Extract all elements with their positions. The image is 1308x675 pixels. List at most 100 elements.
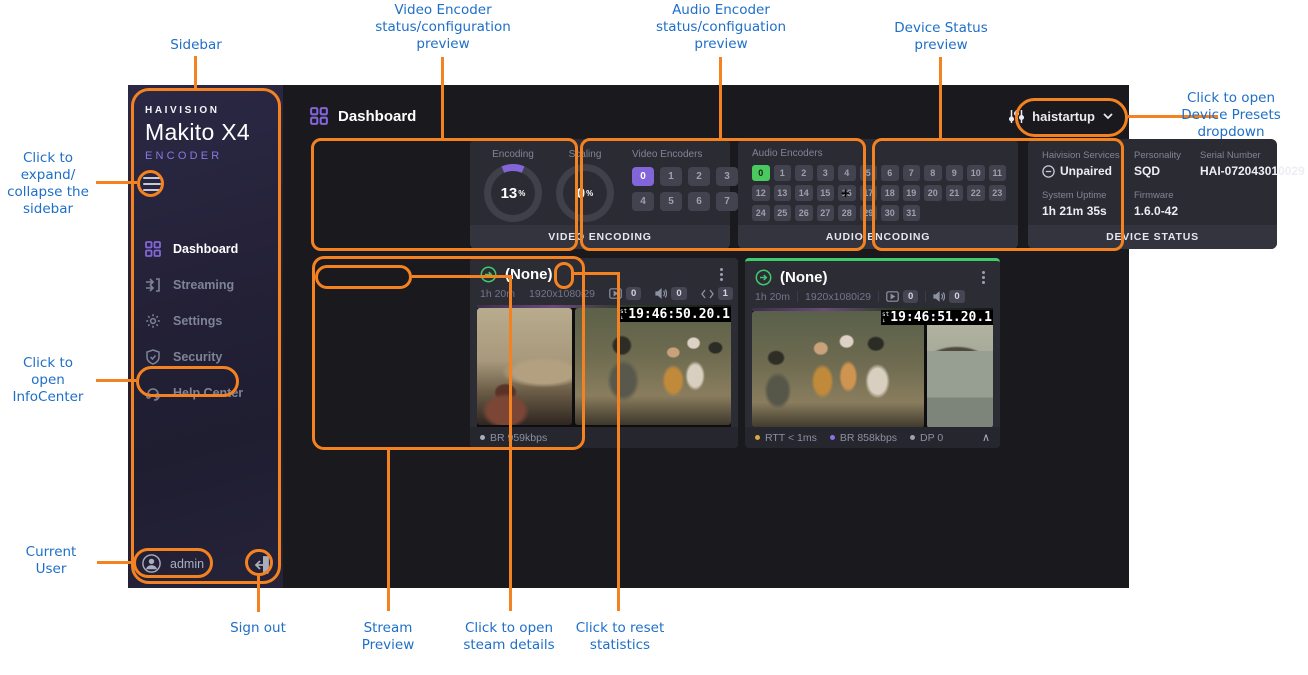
film-frame [927,311,993,428]
stat-dot-icon [910,435,916,440]
encoder-chip-5[interactable]: 5 [859,165,877,181]
device-status-card[interactable]: Haivision Services Personality Serial Nu… [1028,139,1305,249]
field-label: Haivision Services [1042,150,1120,161]
encoder-chip-9[interactable]: 9 [945,165,963,181]
stream-thumbnail[interactable]: st ↓ 19:46:50.20.1 [477,305,731,427]
stream-title[interactable]: (None) [505,266,553,283]
stat-dot-icon [755,435,760,440]
encoder-chip-2[interactable]: 2 [795,165,813,181]
encoder-chip-24[interactable]: 24 [752,205,770,221]
stream-stat: RTT < 1ms [755,432,817,444]
sidebar-toggle-button[interactable] [140,173,164,195]
encoder-chip-30[interactable]: 30 [881,205,899,221]
serial-number-value: HAI-072043010029 [1200,164,1305,178]
stream-menu-button[interactable] [976,269,990,286]
encoder-chip-11[interactable]: 11 [988,165,1006,181]
encoder-chip-14[interactable]: 14 [795,185,813,201]
encoder-chip-29[interactable]: 29 [859,205,877,221]
encoder-chip-20[interactable]: 20 [924,185,942,201]
annotation-label-device: Device Status preview [894,20,988,53]
gauge-label: Encoding [492,149,534,160]
encoder-chip-23[interactable]: 23 [988,185,1006,201]
encoder-chip-27[interactable]: 27 [816,205,834,221]
collapse-chevron-icon[interactable]: ∧ [981,432,990,444]
encoder-chip-19[interactable]: 19 [902,185,920,201]
stream-card[interactable]: (None) 1h 20m 1920x1080i29 0 0 [470,258,749,448]
encoder-chip-18[interactable]: 18 [881,185,899,201]
audio-encoders-label: Audio Encoders [752,148,823,159]
encoder-chip-12[interactable]: 12 [752,185,770,201]
encoder-chip-5[interactable]: 5 [660,192,682,211]
encoder-chip-7[interactable]: 7 [902,165,920,181]
stream-statistics-bar: BR 959kbps [470,427,738,448]
sidebar-item-security[interactable]: Security [128,339,283,375]
dashboard-title-icon [310,107,328,125]
dashboard-icon [145,241,161,257]
audio-card-footer: AUDIO ENCODING [738,225,1018,249]
encoder-chip-3[interactable]: 3 [816,165,834,181]
encoder-chip-6[interactable]: 6 [688,192,710,211]
stream-stat: DP 0 [910,432,943,444]
burned-in-timecode: st ↓ 19:46:50.20.1 [619,307,731,322]
film-frame [752,311,924,428]
annotation-label-stream-details: Click to open steam details [463,620,555,653]
encoder-chip-15[interactable]: 15 [816,185,834,201]
page-title-text: Dashboard [338,107,417,125]
chevron-down-icon [1103,113,1113,120]
encoder-chip-16[interactable]: 16 [838,185,856,201]
stream-thumbnail[interactable]: st ↓ 19:46:51.20.1 [752,308,993,430]
sign-out-icon [254,556,269,574]
sidebar-item-settings[interactable]: Settings [128,303,283,339]
encoder-chip-21[interactable]: 21 [945,185,963,201]
video-tracks-badge: 0 [609,287,642,300]
encoder-chip-0[interactable]: 0 [752,165,770,181]
encoder-chip-4[interactable]: 4 [632,192,654,211]
encoder-chip-17[interactable]: 17 [859,185,877,201]
encoder-chip-1[interactable]: 1 [660,167,682,186]
sidebar-item-dashboard[interactable]: Dashboard [128,231,283,267]
sign-out-button[interactable] [250,553,274,577]
encoder-chip-7[interactable]: 7 [716,192,738,211]
current-user[interactable]: admin [142,554,204,573]
video-encoding-card[interactable]: Encoding 13% Scaling 0% Video Encoders 0… [470,139,738,249]
stream-resolution: 1920x1080i29 [529,287,596,300]
encoder-chip-26[interactable]: 26 [795,205,813,221]
video-tracks-badge: 0 [886,290,919,303]
sidebar-item-help-center[interactable]: Help Center [128,375,283,411]
encoder-chip-31[interactable]: 31 [902,205,920,221]
stream-stat: BR 858kbps [829,432,897,444]
encoder-chip-1[interactable]: 1 [773,165,791,181]
minus-circle-icon [1042,164,1055,178]
product-name: Makito X4 [145,119,250,145]
encoder-chip-28[interactable]: 28 [838,205,856,221]
stream-title[interactable]: (None) [780,269,828,286]
encoder-chip-2[interactable]: 2 [688,167,710,186]
device-presets-button[interactable]: haistartup [1009,109,1113,124]
encoder-chip-0[interactable]: 0 [632,167,654,186]
cursor-crosshair: + [841,185,850,202]
encoder-chip-25[interactable]: 25 [773,205,791,221]
encoder-chip-6[interactable]: 6 [881,165,899,181]
hamburger-icon [143,177,161,179]
encoder-chip-4[interactable]: 4 [838,165,856,181]
field-label: Firmware [1134,190,1174,201]
video-tracks-icon [886,291,899,302]
audio-tracks-icon [655,288,668,299]
encoder-chip-10[interactable]: 10 [967,165,985,181]
stream-status-icon [755,269,772,286]
haivision-services-value: Unpaired [1042,164,1134,178]
stream-menu-button[interactable] [714,266,728,283]
gauge-value: 13 [500,184,518,202]
stream-card[interactable]: (None) 1h 20m 1920x1080i29 0 0 [745,258,1000,448]
annotation-label-expand: Click to expand/ collapse the sidebar [7,150,89,217]
encoder-chip-8[interactable]: 8 [924,165,942,181]
streaming-icon [146,278,160,292]
device-card-footer: DEVICE STATUS [1028,225,1277,249]
encoder-chip-3[interactable]: 3 [716,167,738,186]
sidebar-item-streaming[interactable]: Streaming [128,267,283,303]
encoder-chip-13[interactable]: 13 [773,185,791,201]
stream-status-icon [480,266,497,283]
video-tracks-icon [609,288,622,299]
encoder-chip-22[interactable]: 22 [967,185,985,201]
